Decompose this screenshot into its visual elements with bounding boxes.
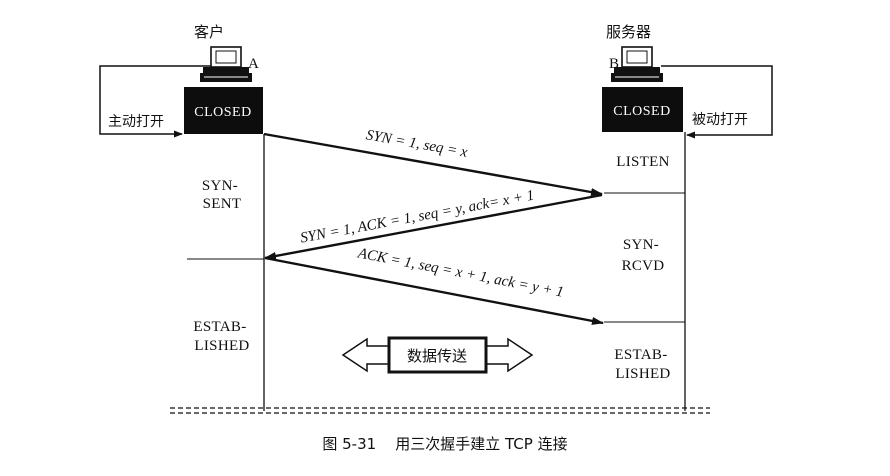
- server-computer-icon: [611, 46, 663, 82]
- client-column: 客户 A CLOSED 主动打开 SYN- SENT ESTAB- LISHED: [99, 23, 265, 411]
- client-open-action: 主动打开: [108, 113, 164, 130]
- client-host-letter: A: [248, 56, 259, 72]
- data-transfer-box: [387, 336, 488, 374]
- message-ack: ACK = 1, seq = x + 1, ack = y + 1: [264, 245, 604, 325]
- client-open-loop-arrow: [99, 65, 211, 138]
- data-transfer-label: 数据传送: [407, 347, 467, 365]
- data-transfer-right-arrow-icon: [486, 337, 534, 373]
- message-syn-ack-label: SYN = 1, ACK = 1, seq = y, ack= x + 1: [299, 188, 535, 247]
- data-transfer: 数据传送: [341, 336, 534, 374]
- client-state-syn-sent: SYN- SENT: [202, 178, 242, 212]
- message-syn-ack: SYN = 1, ACK = 1, seq = y, ack= x + 1: [264, 188, 603, 260]
- client-closed-box: [184, 87, 263, 134]
- server-closed-box: [602, 87, 683, 132]
- message-syn: SYN = 1, seq = x: [263, 127, 603, 197]
- server-host-letter: B: [609, 56, 619, 72]
- server-closed-label: CLOSED: [613, 104, 670, 119]
- message-ack-arrow: [264, 256, 604, 325]
- server-state-established: ESTAB- LISHED: [614, 347, 671, 382]
- figure-caption: 图 5-31 用三次握手建立 TCP 连接: [322, 435, 567, 453]
- server-open-action: 被动打开: [692, 111, 748, 128]
- data-transfer-left-arrow-icon: [341, 337, 389, 373]
- server-column: 服务器 B CLOSED 被动打开 LISTEN SYN- RCVD EST: [602, 23, 773, 411]
- client-computer-icon: [200, 46, 252, 82]
- server-title: 服务器: [606, 23, 651, 41]
- server-state-syn-rcvd: SYN- RCVD: [622, 237, 665, 274]
- message-syn-ack-arrow: [264, 193, 603, 260]
- server-open-loop-arrow: [661, 65, 773, 139]
- message-ack-label: ACK = 1, seq = x + 1, ack = y + 1: [356, 245, 565, 300]
- server-state-listen: LISTEN: [616, 154, 669, 170]
- message-syn-arrow: [263, 132, 603, 197]
- client-closed-label: CLOSED: [194, 105, 251, 120]
- client-state-established: ESTAB- LISHED: [193, 319, 250, 354]
- client-title: 客户: [194, 23, 224, 41]
